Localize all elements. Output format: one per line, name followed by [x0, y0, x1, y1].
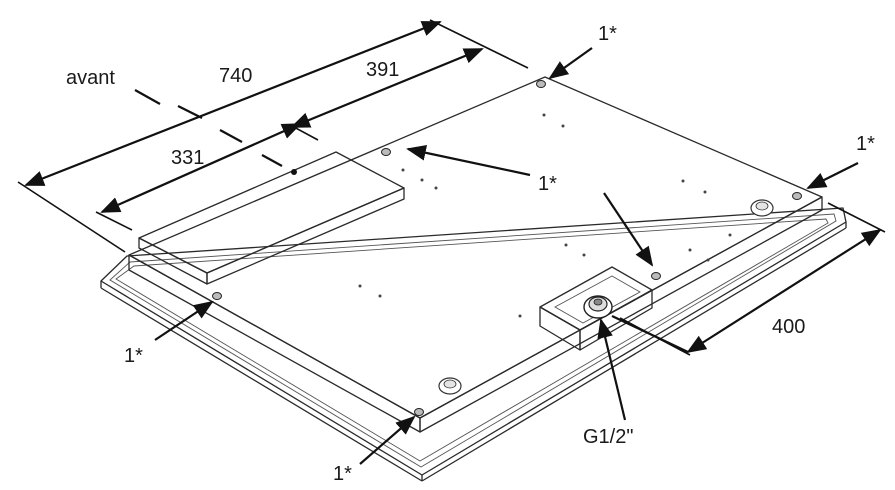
front-centerline [134, 89, 297, 175]
callout-leaders [154, 47, 859, 465]
dimension-740-label: 740 [219, 65, 252, 87]
panel-frame [100, 207, 847, 482]
avant-label: avant [66, 67, 115, 89]
bosses [438, 199, 774, 395]
dimension-400-label: 400 [772, 316, 805, 338]
surface-dots [358, 113, 732, 318]
callout-right-label: 1* [856, 133, 875, 155]
callout-top-label: 1* [598, 23, 617, 45]
callout-center-label: 1* [538, 173, 557, 195]
callout-left-label: 1* [124, 345, 143, 367]
g12-fitting-icon [583, 295, 613, 319]
connection-box [539, 266, 653, 351]
main-plate [128, 76, 823, 433]
dimension-391-label: 391 [366, 59, 399, 81]
dimension-331-label: 331 [171, 147, 204, 169]
dimension-331 [95, 122, 302, 231]
raised-block [138, 151, 405, 285]
connector-g12-label: G1/2" [583, 426, 633, 448]
callout-bottom-label: 1* [333, 463, 352, 485]
